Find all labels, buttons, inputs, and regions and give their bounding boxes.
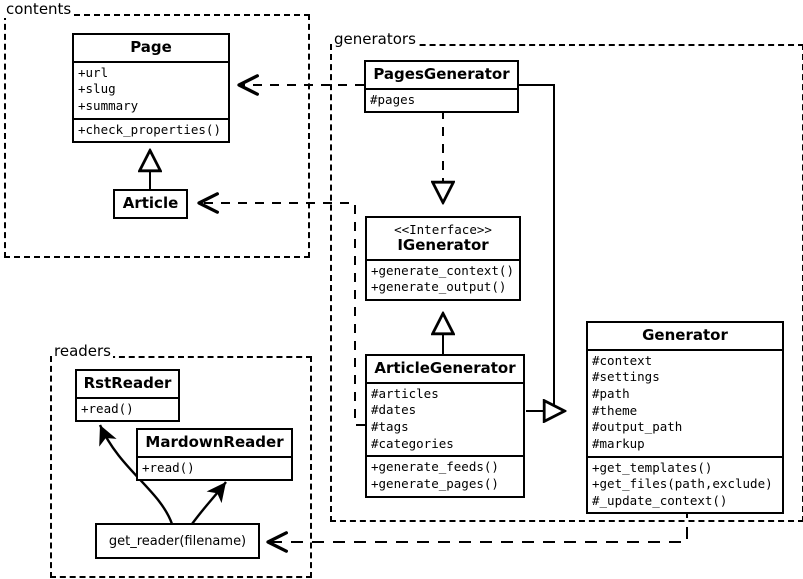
class-pagesgenerator-name: PagesGenerator [373,65,510,83]
class-page-attributes: +url +slug +summary [74,60,228,118]
class-articlegenerator[interactable]: ArticleGenerator #articles #dates #tags … [365,354,525,498]
class-article[interactable]: Article [113,189,188,219]
attribute: #path [592,386,630,402]
class-page-name: Page [130,38,172,56]
class-mardownreader-methods: +read() [138,455,291,480]
method: +generate_pages() [371,475,499,491]
method: +read() [142,459,195,475]
package-contents-label: contents [4,0,74,18]
class-pagesgenerator[interactable]: PagesGenerator #pages [364,60,519,114]
attribute: #dates [371,402,417,418]
class-rstreader-methods: +read() [77,396,178,421]
function-get-reader[interactable]: get_reader(filename) [95,523,260,559]
class-generator-name: Generator [642,326,728,344]
class-articlegenerator-name: ArticleGenerator [374,359,516,377]
class-igenerator-label: IGenerator [397,236,489,254]
class-generator-methods: +get_templates() +get_files(path,exclude… [588,455,782,513]
package-contents [4,14,310,258]
function-get-reader-label: get_reader(filename) [108,533,247,549]
class-igenerator-stereotype: <<Interface>> [394,222,492,237]
attribute: +slug [78,81,116,97]
class-mardownreader[interactable]: MardownReader +read() [136,428,293,482]
method: +read() [81,400,134,416]
method: +generate_context() [371,262,514,278]
attribute: #categories [371,435,454,451]
attribute: #pages [370,91,416,107]
method: +get_files(path,exclude) [592,476,773,492]
method: +generate_feeds() [371,459,499,475]
attribute: #tags [371,419,409,435]
class-page-methods: +check_properties() [74,117,228,142]
class-igenerator[interactable]: <<Interface>> IGenerator +generate_conte… [365,216,521,302]
method: #_update_context() [592,492,728,508]
method: +generate_output() [371,279,507,295]
attribute: +summary [78,98,139,114]
attribute: #settings [592,369,660,385]
class-pagesgenerator-attributes: #pages [366,87,517,112]
class-page[interactable]: Page +url +slug +summary +check_properti… [72,33,230,144]
class-igenerator-methods: +generate_context() +generate_output() [367,258,519,299]
class-igenerator-name: <<Interface>> IGenerator [367,218,519,259]
class-article-name: Article [122,194,179,212]
method: +check_properties() [78,121,221,137]
class-mardownreader-name: MardownReader [145,433,284,451]
attribute: #articles [371,385,439,401]
package-readers [50,356,312,578]
attribute: #markup [592,435,645,451]
attribute: #theme [592,402,638,418]
attribute: +url [78,64,109,80]
method: +get_templates() [592,459,713,475]
class-generator[interactable]: Generator #context #settings #path #them… [586,321,784,515]
attribute: #output_path [592,419,683,435]
package-readers-label: readers [52,342,113,360]
class-rstreader-name: RstReader [83,374,172,392]
class-articlegenerator-attributes: #articles #dates #tags #categories [367,381,523,456]
class-articlegenerator-methods: +generate_feeds() +generate_pages() [367,455,523,495]
class-rstreader[interactable]: RstReader +read() [75,369,180,423]
class-generator-attributes: #context #settings #path #theme #output_… [588,348,782,456]
package-generators-label: generators [332,30,418,48]
attribute: #context [592,352,653,368]
